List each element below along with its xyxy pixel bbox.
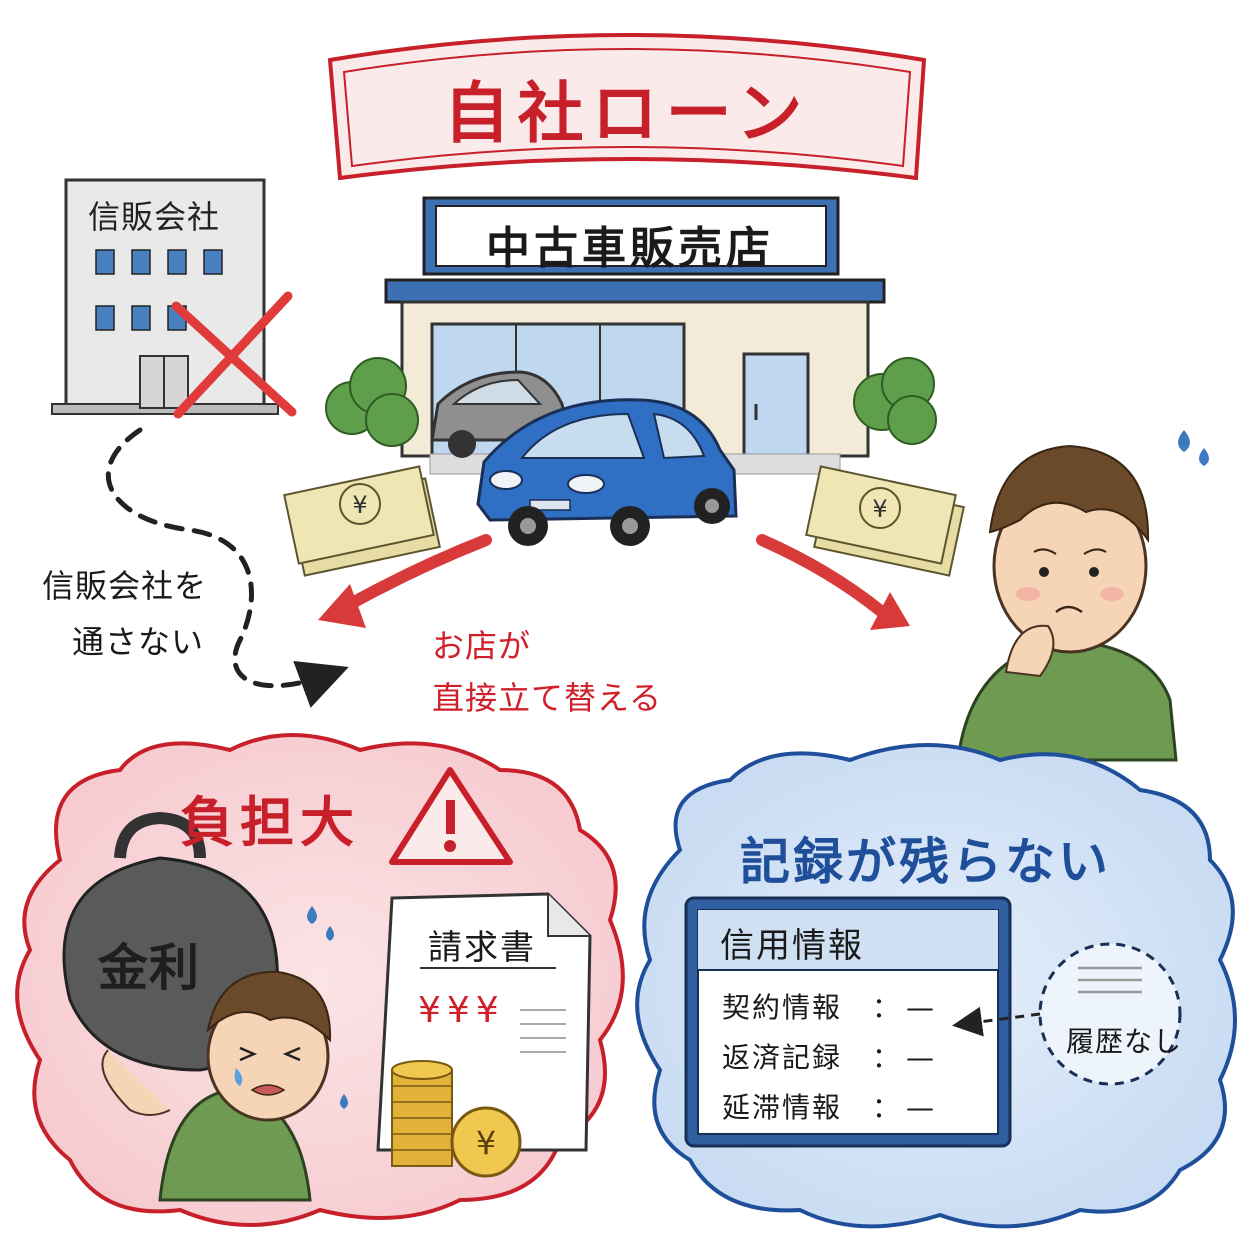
credit-row-label: 返済記録	[722, 1041, 843, 1074]
crying-boy	[101, 906, 348, 1202]
cross-mark-icon	[171, 291, 297, 419]
history-none-label: 履歴なし	[1066, 1025, 1183, 1058]
finance-company-building	[51, 178, 279, 415]
interest-label: 金利	[98, 939, 200, 997]
banknotes-left: ¥	[283, 465, 441, 577]
blue-car	[476, 398, 738, 546]
burden-title: 負担大	[180, 791, 360, 854]
shop-pays-line1: お店が	[432, 627, 532, 665]
yen-icon: ¥	[352, 491, 367, 519]
invoice-title: 請求書	[428, 928, 536, 968]
bypass-note: 信販会社を 通さない	[42, 558, 207, 670]
title-banner	[327, 33, 927, 181]
shop-pays-note: お店が 直接立て替える	[432, 620, 662, 724]
bypass-note-line1: 信販会社を	[42, 567, 208, 605]
dealership-sign: 中古車販売店	[486, 223, 774, 274]
bush-right	[853, 357, 937, 445]
credit-info-panel	[684, 896, 1012, 1148]
coin-stack: ¥	[391, 1060, 522, 1178]
page-title: 自社ローン	[443, 75, 811, 152]
red-arrow-right	[756, 534, 910, 630]
no-record-title: 記録が残らない	[740, 833, 1111, 891]
bush-left	[325, 357, 419, 447]
credit-row-value: ：—	[872, 1041, 941, 1074]
bypass-note-line2: 通さない	[72, 623, 205, 661]
credit-row-value: ：—	[872, 1091, 941, 1124]
yen-icon: ¥	[476, 1124, 496, 1162]
shop-pays-line2: 直接立て替える	[432, 679, 663, 717]
warning-icon	[389, 767, 513, 865]
history-none-circle	[952, 942, 1182, 1086]
worried-man	[956, 430, 1209, 762]
red-arrow-left	[318, 534, 492, 628]
bypass-dashed-path	[106, 427, 349, 708]
yen-icon: ¥	[872, 495, 887, 523]
credit-row-label: 延滞情報	[722, 1091, 843, 1124]
banknotes-right: ¥	[805, 465, 965, 577]
invoice-yen-marks: ¥¥¥	[418, 990, 505, 1031]
finance-building-label: 信販会社	[88, 198, 221, 236]
credit-row-label: 契約情報	[722, 991, 843, 1024]
credit-panel-title: 信用情報	[720, 926, 864, 966]
credit-row-value: ：—	[872, 991, 941, 1024]
